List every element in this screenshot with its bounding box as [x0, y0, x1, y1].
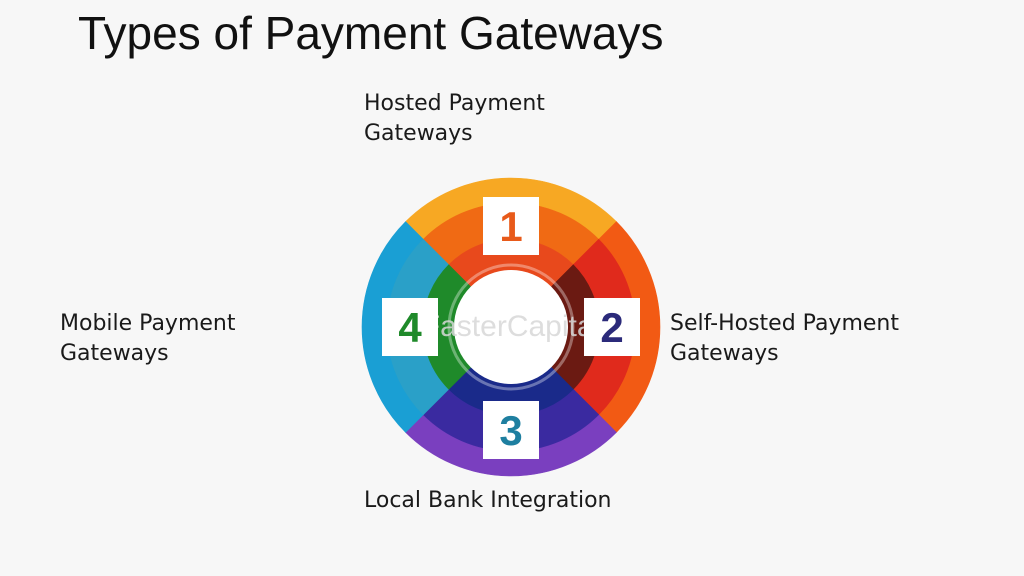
badge-2: 2	[584, 298, 640, 356]
watermark-logo: FasterCapital	[422, 310, 600, 343]
badge-4-box	[382, 298, 438, 356]
badge-3-box	[483, 401, 539, 459]
badge-1-number: 1	[499, 203, 522, 250]
badge-2-box	[584, 298, 640, 356]
badge-2-number: 2	[600, 304, 623, 351]
inner-highlight-ring	[447, 263, 575, 391]
badge-3-number: 3	[499, 407, 522, 454]
badge-3: 3	[483, 401, 539, 459]
label-hosted-payment-gateways: Hosted Payment Gateways	[364, 91, 545, 146]
badge-1: 1	[483, 197, 539, 255]
center-circle	[454, 270, 568, 384]
label-local-bank-integration: Local Bank Integration	[364, 488, 612, 513]
slide-title: Types of Payment Gateways	[78, 7, 664, 59]
label-self-hosted-payment-gateways: Self-Hosted Payment Gateways	[670, 311, 899, 366]
number-badges: 1 2 3 4	[382, 197, 640, 459]
badge-4: 4	[382, 298, 438, 356]
badge-1-box	[483, 197, 539, 255]
badge-4-number: 4	[398, 304, 422, 351]
label-mobile-payment-gateways: Mobile Payment Gateways	[60, 311, 236, 366]
